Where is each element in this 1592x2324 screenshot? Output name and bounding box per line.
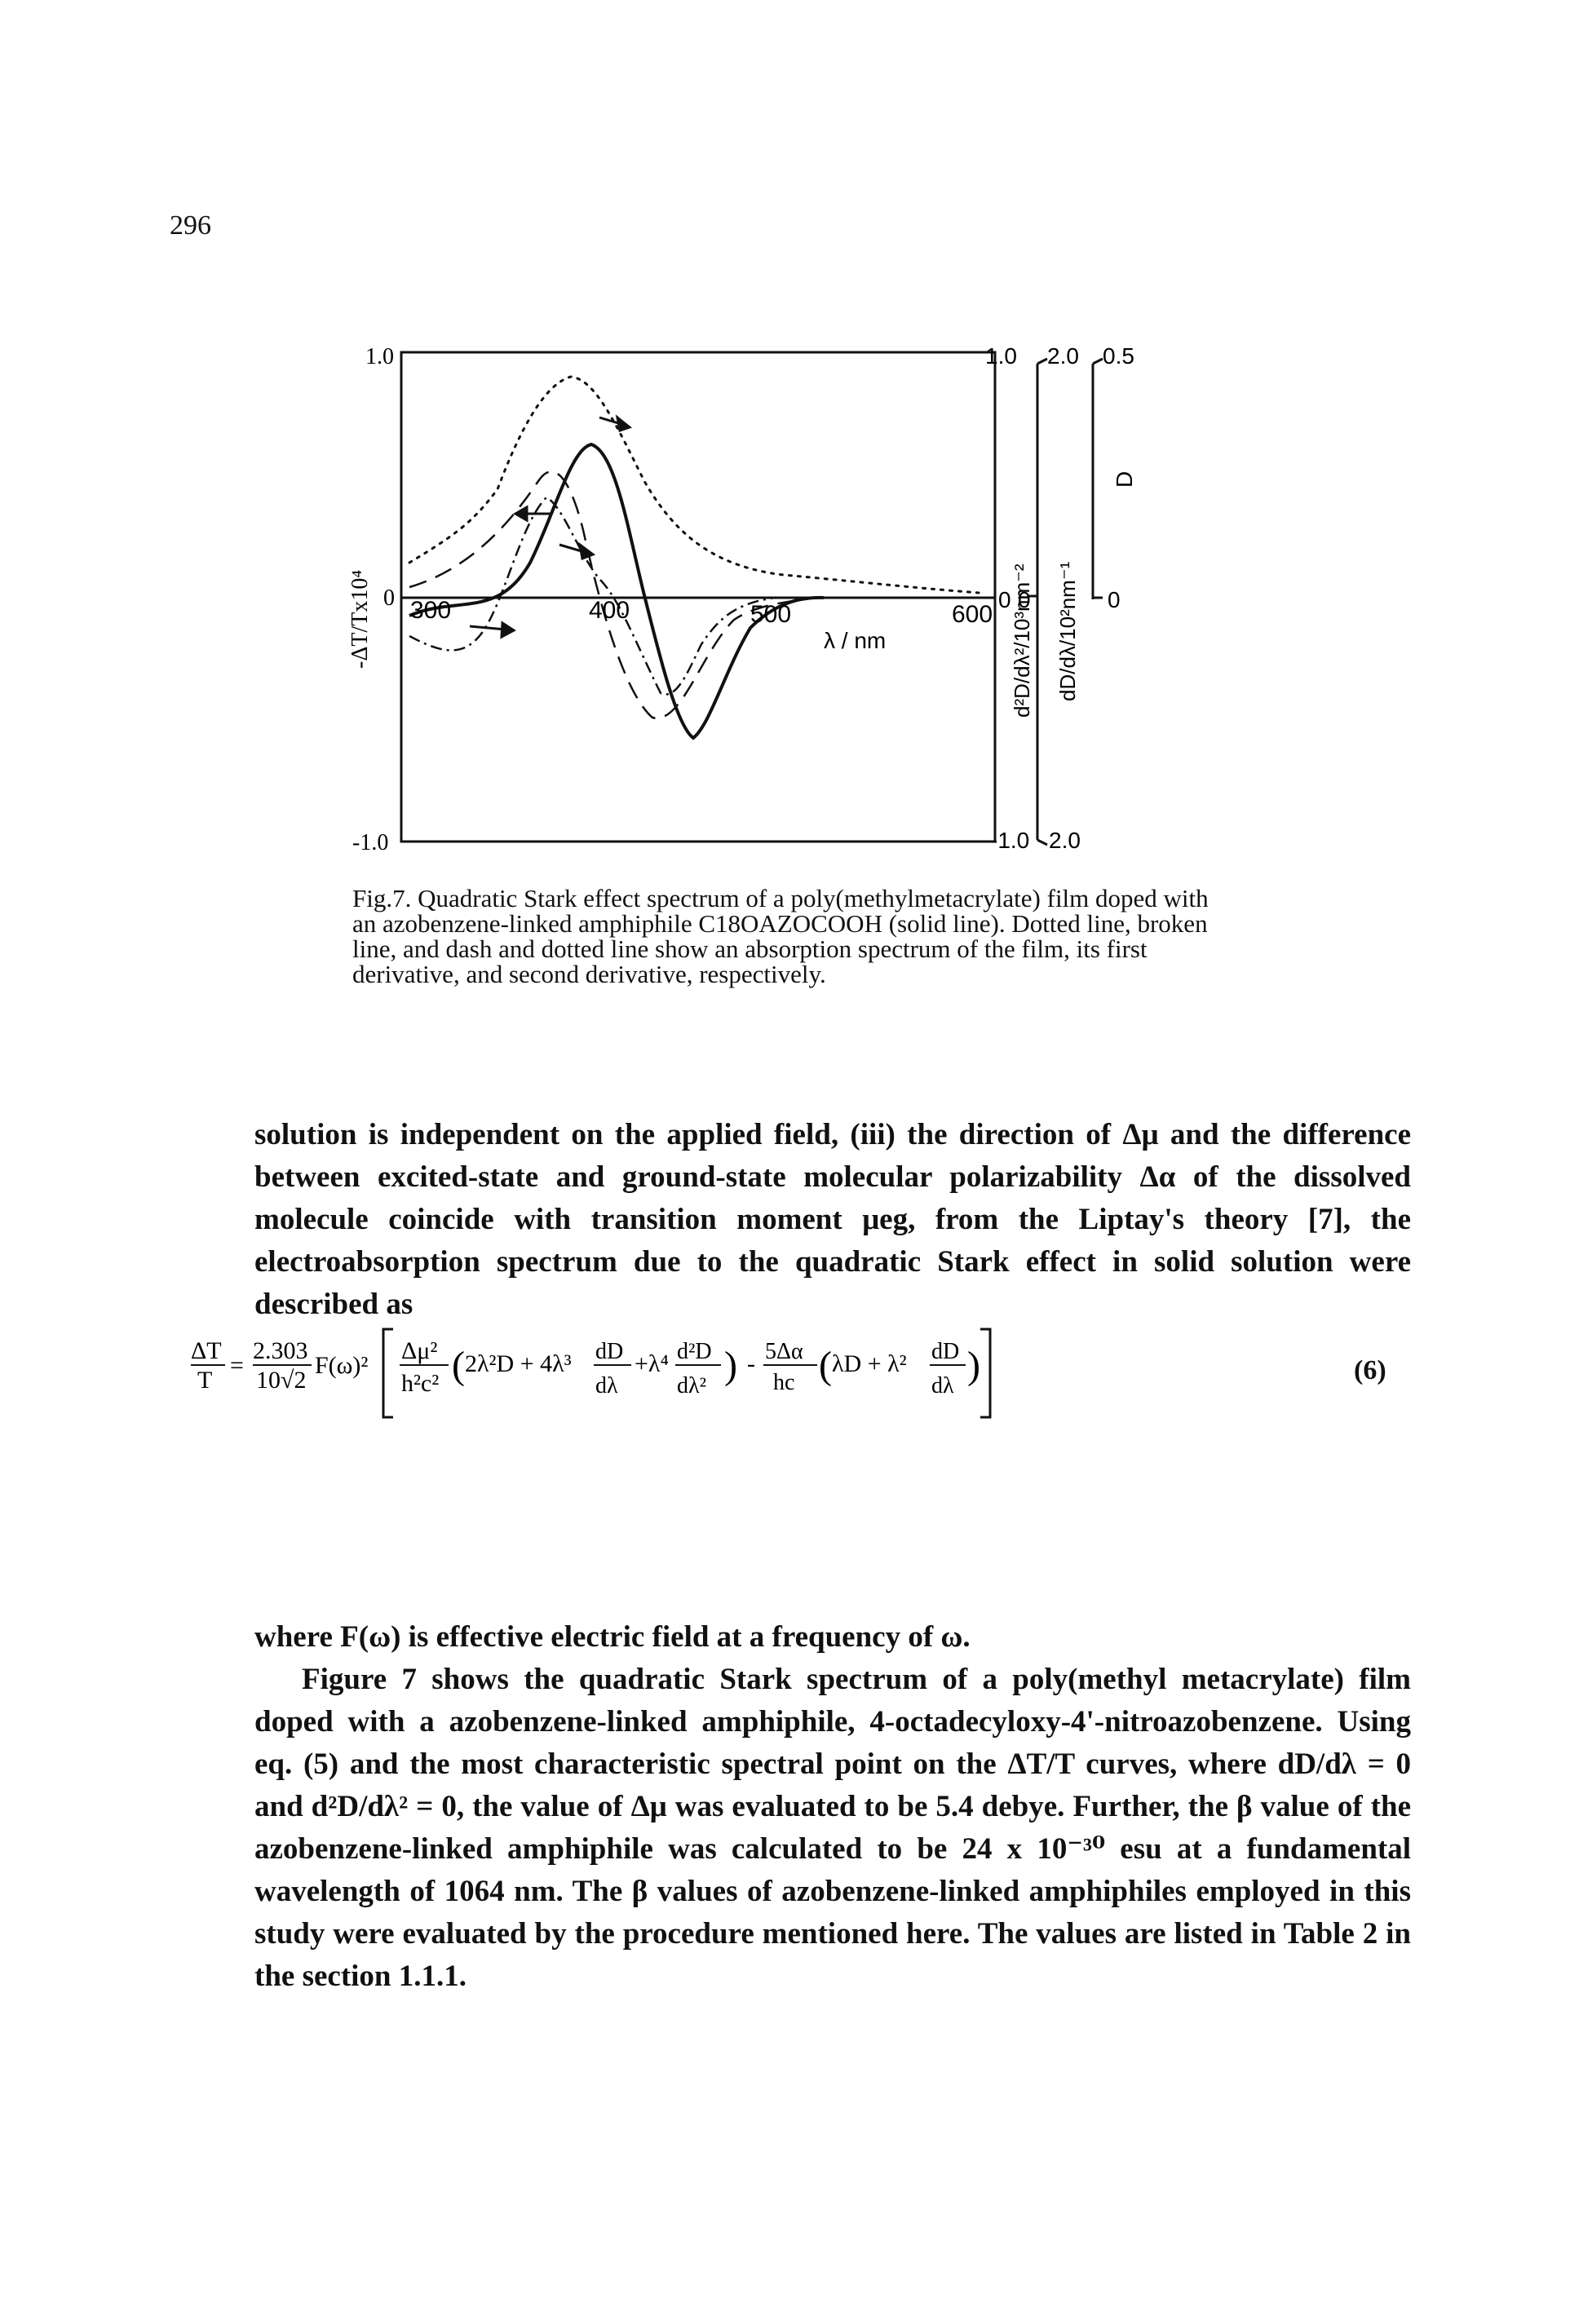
paragraph-liptay: solution is independent on the applied f… [254,1114,1411,1326]
paragraph-2: where F(ω) is effective electric field a… [254,1620,971,1654]
x-tick-400: 400 [589,597,630,624]
svg-text:=: = [230,1352,244,1379]
arrows [469,414,633,639]
first-derivative-curve [409,471,816,719]
right3-top: 0.5 [1103,343,1134,369]
eq-coef-den: 10√2 [256,1367,306,1394]
x-tick-500: 500 [750,601,791,628]
equation-6: ΔT T = 2.303 10√2 F(ω)² Δμ² h²c² ( 2λ²D … [191,1328,992,1419]
eq-dlam: dλ [595,1373,618,1398]
left-axis-zero: 0 [383,585,395,611]
eq-term3: λD + λ² [832,1350,907,1377]
eq-lhs-num: ΔT [191,1337,222,1364]
eq-dmu-num: Δμ² [401,1337,437,1364]
figure-caption: Fig.7. Quadratic Stark effect spectrum o… [352,884,1209,988]
right2-label: dD/dλ/10²nm⁻¹ [1055,561,1080,701]
x-tick-600: 600 [952,601,993,628]
eq-term1: 2λ²D + 4λ³ [465,1350,572,1377]
eq-lhs-den: T [197,1367,212,1394]
x-axis-label: λ / nm [824,628,886,653]
eq-dlam3: dλ [931,1373,954,1398]
svg-text:): ) [967,1344,980,1387]
right1-label: d²D/dλ²/10³nm⁻² [1010,563,1034,718]
left-axis-bottom: -1.0 [352,830,388,855]
page-number: 296 [170,210,211,241]
left-axis-label: -ΔT/Tx10⁴ [347,570,373,669]
svg-text:(: ( [819,1344,832,1387]
eq-da-den: hc [773,1370,794,1395]
right3-label: D [1112,471,1137,488]
right2-top: 2.0 [1047,343,1079,369]
right1-zero: 0 [998,587,1011,612]
right1-top: 1.0 [985,343,1017,369]
absorption-curve [408,375,980,594]
right3-zero: 0 [1108,587,1121,612]
right2-bottom: 2.0 [1049,828,1081,853]
eq-field: F(ω)² [315,1352,368,1379]
eq-minus: - [747,1350,755,1377]
right2-zero: 0 [1018,587,1031,612]
eq-term2: +λ⁴ [635,1350,669,1377]
eq-da-num: 5Δα [765,1339,803,1364]
paragraph-3: Figure 7 shows the quadratic Stark spect… [254,1663,1411,1993]
paragraph-1: solution is independent on the applied f… [254,1118,1411,1321]
eq-coef-num: 2.303 [253,1337,308,1364]
eq-dlam2: dλ² [677,1373,706,1398]
equation-number: (6) [1354,1355,1386,1385]
eq-dD: dD [595,1339,623,1364]
figure-7: 1.0 0 -1.0 -ΔT/Tx10⁴ 300 400 500 600 λ /… [347,343,1137,855]
svg-text:(: ( [452,1344,465,1387]
eq-dmu-den: h²c² [401,1370,439,1397]
right1-bottom: -1.0 [990,828,1029,853]
eq-d2D: d²D [677,1339,712,1364]
paragraphs-main: where F(ω) is effective electric field a… [254,1616,1411,1998]
left-axis-top: 1.0 [365,344,394,369]
eq-dD2: dD [931,1339,959,1364]
svg-text:): ) [724,1344,737,1387]
x-tick-300: 300 [410,597,451,624]
stark-spectrum-curve [409,442,825,740]
